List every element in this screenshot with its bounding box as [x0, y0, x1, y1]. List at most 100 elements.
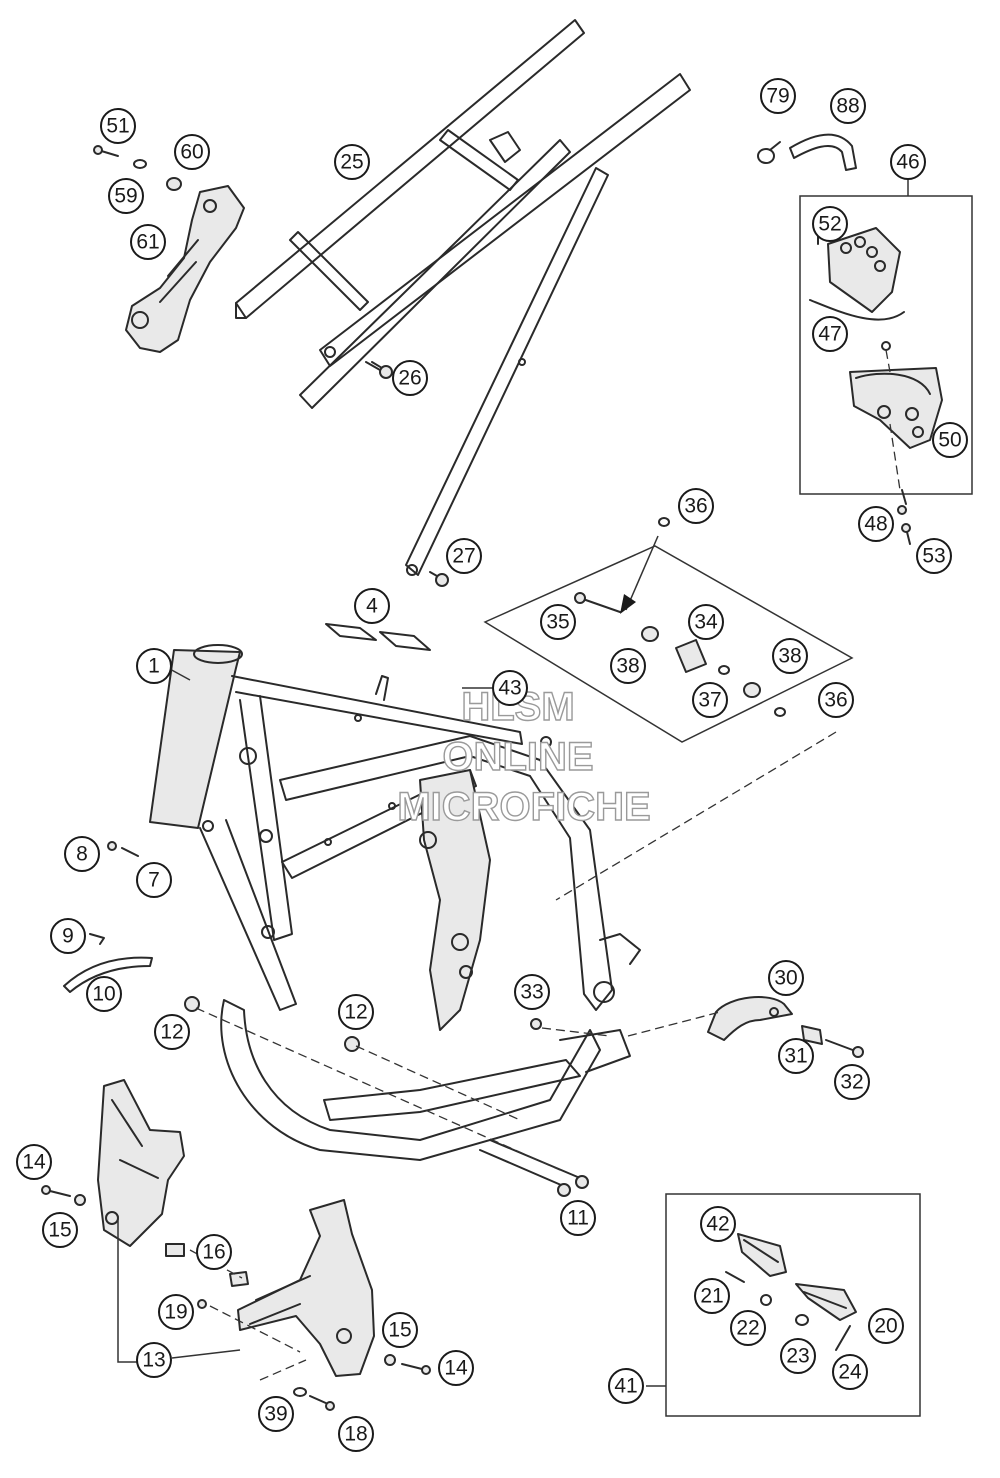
callout-21: 21	[694, 1278, 730, 1314]
washer-59	[133, 159, 147, 169]
callout-39: 39	[258, 1396, 294, 1432]
svg-text:9: 9	[62, 925, 74, 948]
washer-15-left	[74, 1194, 86, 1206]
svg-text:12: 12	[160, 1021, 183, 1044]
spacer-38-left	[641, 626, 659, 642]
callout-32: 32	[834, 1064, 870, 1100]
main-frame	[149, 644, 641, 1161]
spacer-31	[801, 1025, 823, 1045]
nut-12-left	[184, 996, 200, 1012]
svg-text:36: 36	[684, 495, 707, 518]
bushing-16	[165, 1243, 185, 1257]
svg-text:42: 42	[706, 1213, 729, 1236]
svg-text:88: 88	[836, 95, 859, 118]
callout-31: 31	[778, 1038, 814, 1074]
svg-text:39: 39	[264, 1403, 287, 1426]
svg-text:38: 38	[778, 645, 801, 668]
callout-15-left: 15	[42, 1212, 78, 1248]
callout-38-left: 38	[610, 648, 646, 684]
svg-text:41: 41	[614, 1375, 637, 1398]
callout-14-right: 14	[438, 1350, 474, 1386]
callout-4: 4	[354, 588, 390, 624]
callout-12-right: 12	[338, 994, 374, 1030]
spacer-38-right	[743, 682, 761, 698]
callout-43: 43	[492, 670, 528, 706]
callout-41: 41	[608, 1368, 644, 1404]
watermark-line-2: ONLINE	[442, 735, 593, 779]
callout-37: 37	[692, 682, 728, 718]
callout-27: 27	[446, 538, 482, 574]
callout-38-right: 38	[772, 638, 808, 674]
callout-33: 33	[514, 974, 550, 1010]
callout-9: 9	[50, 918, 86, 954]
svg-text:79: 79	[766, 85, 789, 108]
svg-text:4: 4	[366, 595, 378, 618]
callout-59: 59	[108, 178, 144, 214]
callout-88: 88	[830, 88, 866, 124]
svg-text:23: 23	[786, 1345, 809, 1368]
callout-22: 22	[730, 1310, 766, 1346]
svg-text:34: 34	[694, 611, 718, 634]
callout-53: 53	[916, 538, 952, 574]
svg-text:22: 22	[736, 1317, 759, 1340]
svg-text:8: 8	[76, 843, 88, 866]
svg-text:18: 18	[344, 1423, 367, 1446]
svg-text:15: 15	[388, 1319, 411, 1342]
callout-8: 8	[64, 836, 100, 872]
svg-text:25: 25	[340, 151, 363, 174]
svg-text:48: 48	[864, 513, 887, 536]
svg-text:11: 11	[567, 1207, 589, 1230]
callout-42: 42	[700, 1206, 736, 1242]
callout-36-top: 36	[678, 488, 714, 524]
cotter-pin-24	[835, 1325, 851, 1351]
washer-36-bottom	[774, 707, 786, 717]
nut-8	[107, 841, 117, 851]
screw-14-left	[41, 1185, 71, 1197]
bushing-60	[166, 177, 182, 191]
frame-stickers-4	[325, 623, 431, 651]
air-box-cover-47	[809, 227, 905, 321]
svg-text:7: 7	[148, 869, 160, 892]
vent-hose-88	[789, 133, 857, 171]
bracket-30	[707, 996, 793, 1041]
pin-21	[725, 1271, 745, 1283]
svg-text:26: 26	[398, 367, 421, 390]
callout-1: 1	[136, 648, 172, 684]
callout-13: 13	[136, 1342, 172, 1378]
svg-text:59: 59	[114, 185, 137, 208]
callout-36-bottom: 36	[818, 682, 854, 718]
svg-text:1: 1	[148, 655, 160, 678]
bushing-37	[718, 665, 730, 675]
bearing-34	[675, 639, 707, 673]
callout-11: 11	[560, 1200, 596, 1236]
callout-34: 34	[688, 604, 724, 640]
subframe	[235, 19, 691, 576]
svg-text:50: 50	[938, 429, 961, 452]
callout-10: 10	[86, 976, 122, 1012]
svg-text:10: 10	[92, 983, 115, 1006]
screw-14-right	[401, 1363, 431, 1375]
washer-39	[293, 1387, 307, 1397]
callout-60: 60	[174, 134, 210, 170]
svg-text:31: 31	[784, 1045, 807, 1068]
frame-protector-61	[125, 185, 245, 353]
callout-48: 48	[858, 506, 894, 542]
svg-text:20: 20	[874, 1315, 897, 1338]
callout-52: 52	[812, 206, 848, 242]
callout-24: 24	[832, 1354, 868, 1390]
nut-33	[530, 1018, 542, 1030]
svg-text:37: 37	[698, 689, 721, 712]
screw-18	[309, 1395, 335, 1411]
spring-22	[760, 1294, 772, 1306]
callout-50: 50	[932, 422, 968, 458]
svg-text:13: 13	[142, 1349, 165, 1372]
svg-text:47: 47	[818, 323, 841, 346]
callout-35: 35	[540, 604, 576, 640]
svg-text:38: 38	[616, 655, 639, 678]
svg-text:27: 27	[452, 545, 475, 568]
svg-text:43: 43	[498, 677, 521, 700]
svg-text:16: 16	[202, 1241, 225, 1264]
air-filter-box-group	[799, 195, 973, 495]
svg-text:21: 21	[700, 1285, 723, 1308]
callout-14-left: 14	[16, 1144, 52, 1180]
